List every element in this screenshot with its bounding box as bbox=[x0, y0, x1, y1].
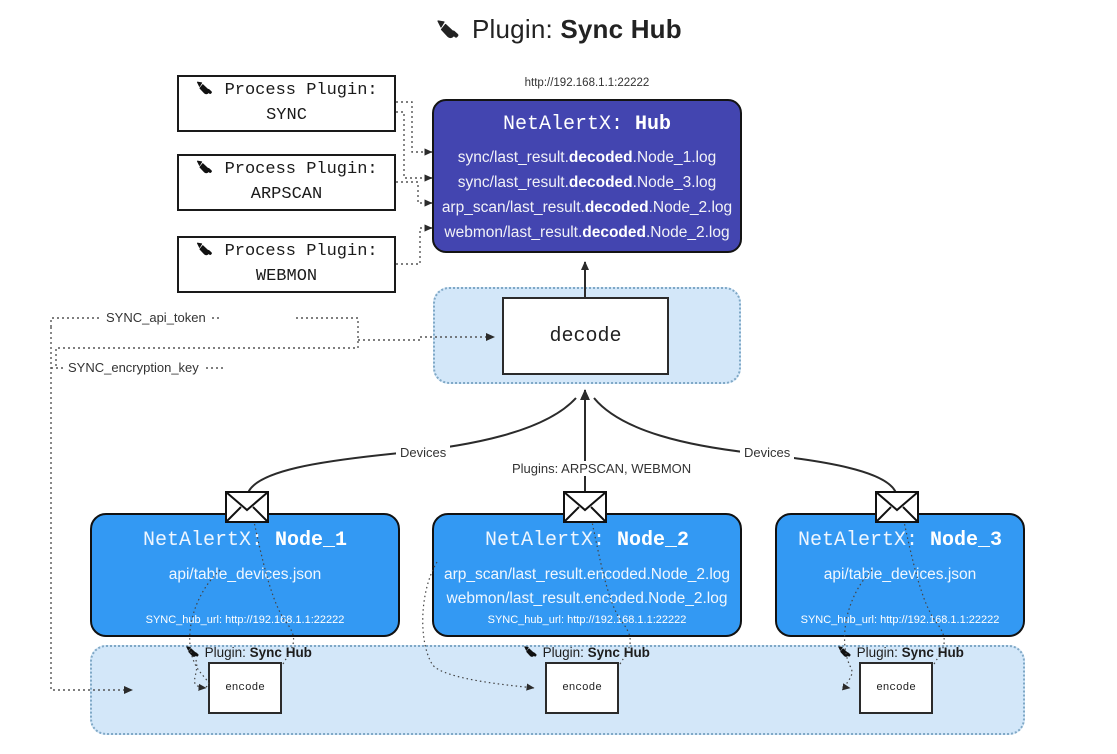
node-line: api/table_devices.json bbox=[168, 566, 322, 583]
node-3[interactable]: NetAlertX: Node_3 api/table_devices.json… bbox=[775, 513, 1025, 637]
node-url-label: SYNC_hub_url: http://192.168.1.1:22222 bbox=[487, 614, 687, 626]
hub-log-line: webmon/last_result.decoded.Node_2.log bbox=[444, 224, 730, 242]
node-lines: api/table_devices.json bbox=[169, 566, 322, 584]
title-text: Sync Hub bbox=[560, 14, 682, 44]
process-plugin-name: ARPSCAN bbox=[250, 184, 323, 204]
process-plugin-line1: Process Plugin: bbox=[195, 79, 378, 104]
node-lines: arp_scan/last_result.encoded.Node_2.log … bbox=[444, 566, 730, 608]
label-devices-left: Devices bbox=[396, 445, 451, 460]
node-title: NetAlertX: Node_2 bbox=[484, 529, 690, 552]
node-url-label: SYNC_hub_url: http://192.168.1.1:22222 bbox=[145, 614, 345, 626]
label-plugins-mid: Plugins: ARPSCAN, WEBMON bbox=[508, 461, 696, 476]
encode-box-3[interactable]: encode bbox=[859, 662, 933, 714]
encoder-prefix: Plugin: bbox=[542, 645, 584, 660]
node-title: NetAlertX: Node_3 bbox=[797, 529, 1003, 552]
title-prefix: Plugin: bbox=[472, 14, 553, 44]
decode-box[interactable]: decode bbox=[502, 297, 669, 375]
label-devices-right: Devices bbox=[740, 445, 795, 460]
plug-icon bbox=[837, 645, 856, 660]
label-sync-encryption-key: SYNC_encryption_key bbox=[64, 360, 203, 375]
node-lines: api/table_devices.json bbox=[824, 566, 977, 584]
encoder-title: Sync Hub bbox=[249, 645, 312, 660]
node-line: api/table_devices.json bbox=[823, 566, 977, 583]
plug-icon bbox=[435, 17, 468, 44]
hub-title: NetAlertX: Hub bbox=[502, 113, 672, 136]
hub-node[interactable]: NetAlertX: Hub sync/last_result.decoded.… bbox=[432, 99, 742, 253]
plug-icon bbox=[195, 160, 224, 179]
edge-sync-to-hub-2 bbox=[396, 111, 433, 182]
edge-arpscan-to-hub bbox=[396, 181, 433, 207]
edge-converge-arrow bbox=[580, 390, 590, 400]
node-1[interactable]: NetAlertX: Node_1 api/table_devices.json… bbox=[90, 513, 400, 637]
decode-label: decode bbox=[549, 324, 622, 348]
encoder-plugin-label-1: Plugin: Sync Hub bbox=[185, 645, 312, 660]
process-plugin-webmon[interactable]: Process Plugin: WEBMON bbox=[177, 236, 396, 293]
plug-icon bbox=[523, 645, 542, 660]
hub-log-line: sync/last_result.decoded.Node_1.log bbox=[457, 149, 717, 166]
process-plugin-name: SYNC bbox=[266, 105, 307, 125]
label-sync-api-token: SYNC_api_token bbox=[102, 310, 210, 325]
edge-webmon-to-hub bbox=[396, 224, 433, 265]
hub-log-line: sync/last_result.decoded.Node_3.log bbox=[457, 174, 717, 192]
node-title: NetAlertX: Node_1 bbox=[142, 529, 348, 552]
encode-label: encode bbox=[876, 682, 916, 694]
page-title: Plugin: Sync Hub bbox=[0, 14, 1117, 45]
node-line: webmon/last_result.encoded.Node_2.log bbox=[446, 590, 728, 607]
node-line: arp_scan/last_result.encoded.Node_2.log bbox=[443, 566, 731, 583]
encoder-title: Sync Hub bbox=[587, 645, 650, 660]
plug-icon bbox=[195, 81, 224, 100]
encode-label: encode bbox=[225, 682, 265, 694]
encoder-plugin-label-2: Plugin: Sync Hub bbox=[523, 645, 650, 660]
encode-box-2[interactable]: encode bbox=[545, 662, 619, 714]
hub-log-line: arp_scan/last_result.decoded.Node_2.log bbox=[441, 199, 733, 217]
encoder-title: Sync Hub bbox=[901, 645, 964, 660]
process-plugin-arpscan[interactable]: Process Plugin: ARPSCAN bbox=[177, 154, 396, 211]
hub-url-label: http://192.168.1.1:22222 bbox=[524, 77, 650, 89]
process-plugin-line1: Process Plugin: bbox=[195, 158, 378, 183]
process-plugin-name: WEBMON bbox=[255, 266, 318, 286]
edge-sync-to-hub-1 bbox=[396, 101, 433, 156]
process-plugin-sync[interactable]: Process Plugin: SYNC bbox=[177, 75, 396, 132]
node-2[interactable]: NetAlertX: Node_2 arp_scan/last_result.e… bbox=[432, 513, 742, 637]
encode-label: encode bbox=[562, 682, 602, 694]
encoder-prefix: Plugin: bbox=[856, 645, 898, 660]
encoder-prefix: Plugin: bbox=[204, 645, 246, 660]
process-plugin-line1: Process Plugin: bbox=[195, 240, 378, 265]
process-plugin-label: Process Plugin: bbox=[224, 80, 378, 100]
encode-box-1[interactable]: encode bbox=[208, 662, 282, 714]
plug-icon bbox=[185, 645, 204, 660]
process-plugin-label: Process Plugin: bbox=[224, 159, 378, 179]
encoder-plugin-label-3: Plugin: Sync Hub bbox=[837, 645, 964, 660]
plug-icon bbox=[195, 242, 224, 261]
process-plugin-label: Process Plugin: bbox=[224, 241, 378, 261]
node-url-label: SYNC_hub_url: http://192.168.1.1:22222 bbox=[800, 614, 1000, 626]
